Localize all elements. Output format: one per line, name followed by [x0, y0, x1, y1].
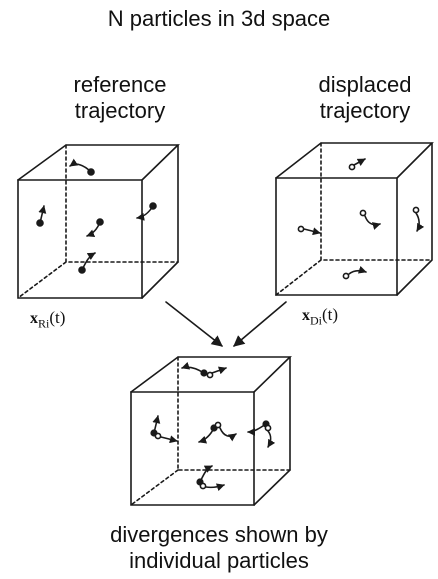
arrow-from-reference [165, 301, 223, 347]
displaced-symbol: xDi(t) [302, 305, 339, 328]
displaced-cube [275, 142, 434, 296]
arrow-from-displaced [233, 301, 287, 347]
reference-label-line2: trajectory [74, 98, 166, 123]
displaced-label-line1: displaced [318, 72, 412, 97]
reference-symbol: xRi(t) [30, 308, 66, 331]
caption-line1: divergences shown by [110, 522, 328, 547]
displaced-particles [297, 158, 425, 280]
divergence-cube [130, 356, 292, 506]
reference-particles [36, 158, 157, 274]
caption-line2: individual particles [129, 548, 309, 573]
diagram-title: N particles in 3d space [107, 6, 331, 31]
divergence-particles [150, 361, 276, 492]
reference-cube [17, 144, 180, 299]
reference-label-line1: reference [73, 72, 167, 97]
displaced-label-line2: trajectory [319, 98, 411, 123]
